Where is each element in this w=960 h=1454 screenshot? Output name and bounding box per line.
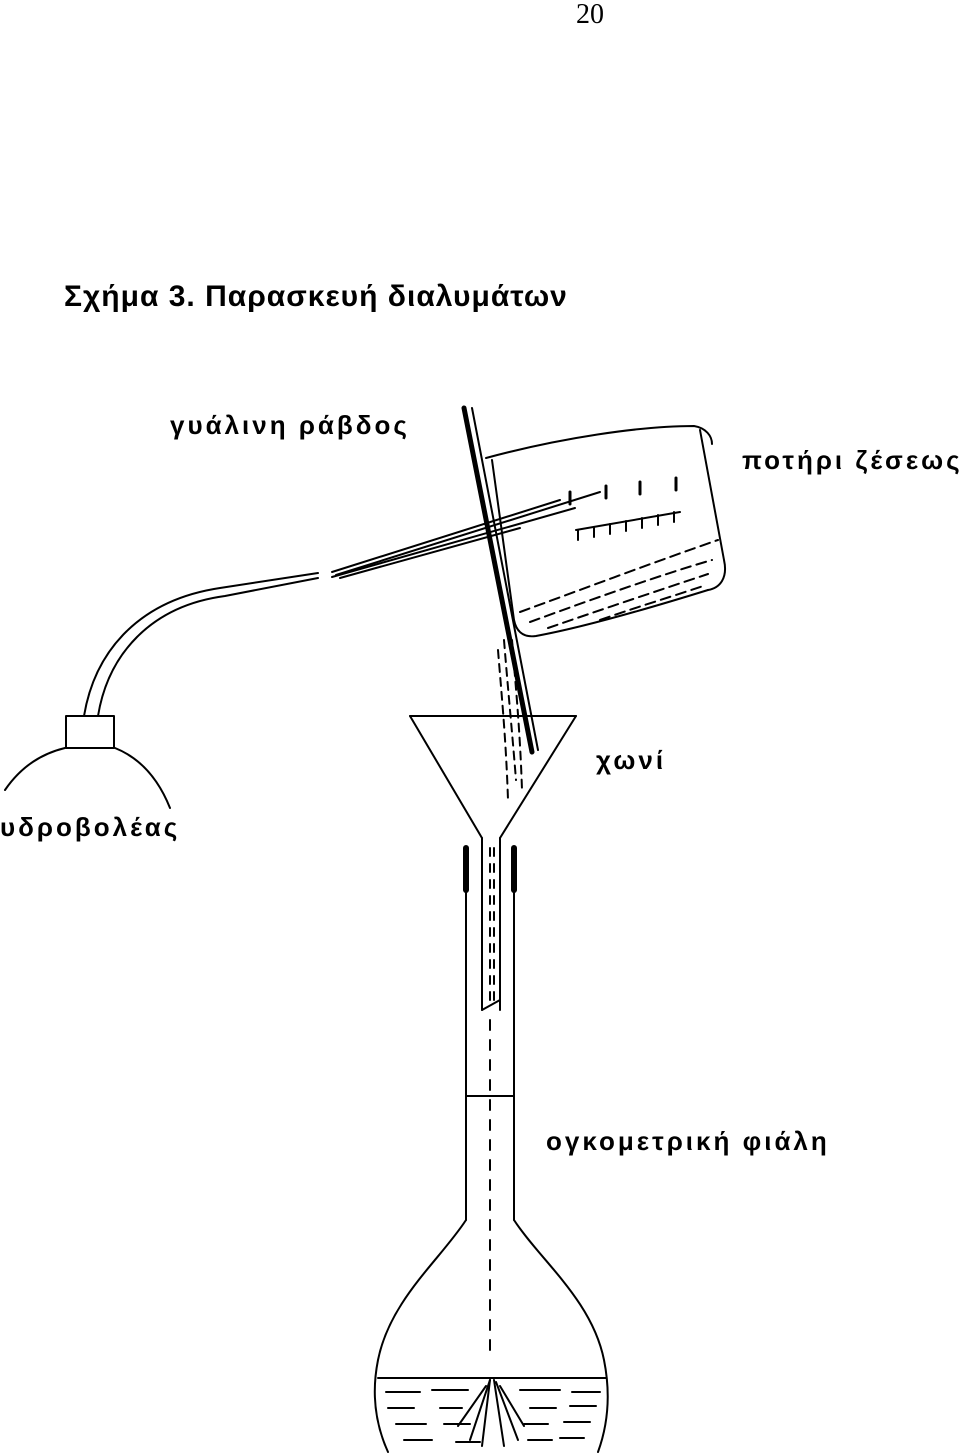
page-number: 20	[576, 0, 604, 30]
beaker-left-wall	[491, 459, 515, 621]
wash-bottle-cap	[65, 715, 115, 749]
wash-bottle-shoulder-right	[114, 747, 171, 809]
beaker-liquid	[519, 539, 719, 629]
funnel-stem-tip	[481, 999, 501, 1011]
flask-bulb	[373, 1219, 467, 1453]
flask-splash	[457, 1379, 525, 1447]
funnel-right-cone	[499, 715, 577, 839]
label-volumetric-flask: ογκομετρική φιάλη	[546, 1126, 830, 1156]
label-funnel: χωνί	[596, 745, 667, 775]
volumetric-flask-drawing	[373, 845, 609, 1453]
label-beaker: ποτήρι ζέσεως	[742, 445, 960, 475]
beaker-graduations	[568, 476, 681, 541]
flask-liquid	[385, 1389, 601, 1443]
glass-rod-drawing	[461, 405, 539, 755]
beaker-right-wall	[699, 429, 726, 591]
beaker-rim	[485, 425, 713, 459]
wash-bottle-tube-inner	[97, 577, 319, 717]
funnel-drawing	[409, 715, 577, 1011]
funnel-left-cone	[409, 715, 483, 839]
beaker-bottom	[513, 589, 709, 638]
beaker-drawing	[485, 425, 726, 638]
label-glass-rod: γυάλινη ράβδος	[170, 410, 410, 440]
label-wash-bottle: υδροβολέας	[0, 812, 181, 842]
figure-title: Σχήμα 3. Παρασκευή διαλυμάτων	[64, 280, 568, 313]
pour-stream	[497, 639, 523, 801]
wash-bottle-tube-outer	[83, 572, 319, 717]
flask-bulb-right	[513, 1219, 609, 1453]
wash-bottle-shoulder	[4, 747, 66, 791]
